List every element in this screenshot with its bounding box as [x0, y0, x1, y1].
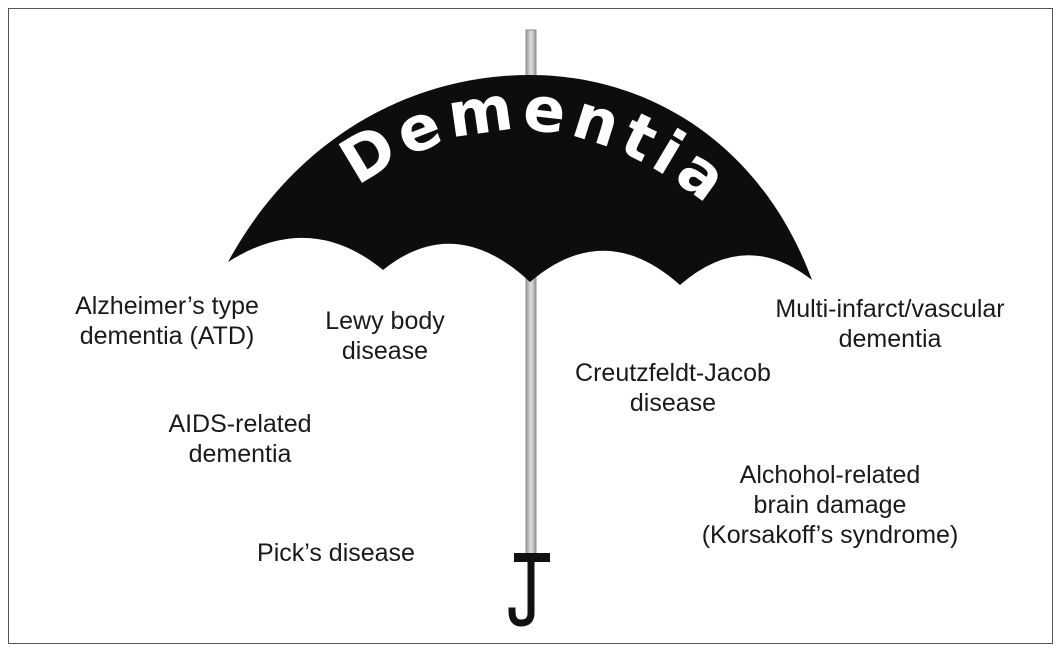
label-aids-related: AIDS-related dementia: [140, 409, 340, 469]
label-alcohol-related: Alchohol-related brain damage (Korsakoff…: [685, 460, 975, 550]
label-picks: Pick’s disease: [236, 538, 436, 568]
label-lewy-body: Lewy body disease: [300, 306, 470, 366]
label-creutzfeldt-jacob: Creutzfeldt-Jacob disease: [548, 358, 798, 418]
label-alzheimers: Alzheimer’s type dementia (ATD): [52, 291, 282, 351]
umbrella-handle: [512, 560, 531, 623]
label-multi-infarct: Multi-infarct/vascular dementia: [750, 294, 1030, 354]
